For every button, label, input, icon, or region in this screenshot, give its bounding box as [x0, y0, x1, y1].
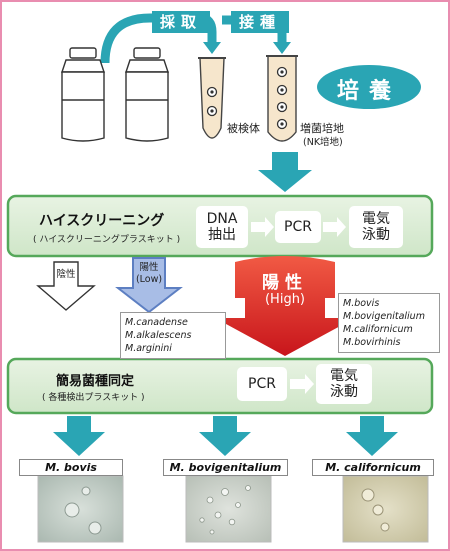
high-species-item: M.bovirhinis: [343, 337, 401, 348]
high-species-item: M.bovigenitalium: [343, 311, 425, 322]
down-arrow-bovis: [53, 416, 105, 456]
low-species-item: M.canadense: [125, 317, 188, 328]
collect-arrowhead: [203, 42, 221, 54]
id-pcr-step: PCR: [237, 367, 287, 401]
identification-kit: ( 各種検出プラスキット ): [42, 393, 145, 403]
sample-label: 被検体: [227, 122, 260, 135]
down-arrow-to-screening: [258, 152, 312, 192]
electrophoresis-step: 電気 泳動: [349, 206, 403, 248]
negative-arrow: [36, 261, 96, 311]
inoculate-arrowhead: [273, 42, 291, 54]
dna-extraction-step: DNA 抽出: [196, 206, 248, 248]
milk-can-2: [125, 47, 169, 142]
low-positive-label: 陽性 (Low): [135, 262, 163, 285]
identification-title: 簡易菌種同定: [56, 374, 135, 389]
low-positive-arrow: [115, 257, 183, 314]
high-positive-species-list: M.bovis M.bovigenitalium M.californicum …: [338, 293, 440, 353]
milk-can-1: [61, 47, 105, 142]
collect-label: 採取: [152, 11, 210, 33]
high-positive-arrow: [215, 256, 355, 356]
down-arrow-californicum: [346, 416, 398, 456]
high-positive-level: (High): [264, 292, 306, 307]
low-species-item: M.arginini: [125, 343, 172, 354]
dna-to-pcr-arrow: [251, 217, 274, 237]
pcr-to-electrophoresis-arrow: [323, 217, 346, 237]
culture-badge: [317, 65, 421, 109]
enrichment-medium-sublabel: (NK培地): [303, 137, 343, 148]
photo-bovis: [37, 475, 124, 543]
collect-curve-arrow: [100, 13, 217, 64]
screening-title: ハイスクリーニング: [39, 213, 165, 229]
low-species-item: M.alkalescens: [125, 330, 192, 341]
species-californicum-label: M. californicum: [312, 459, 434, 476]
low-positive-species-list: M.canadense M.alkalescens M.arginini: [120, 312, 226, 359]
screening-kit: ( ハイスクリーニングプラスキット ): [33, 235, 181, 245]
species-bovis-label: M. bovis: [19, 459, 123, 476]
pcr-step: PCR: [275, 211, 321, 243]
sample-tube: [198, 57, 226, 139]
species-bovigenitalium-label: M. bovigenitalium: [163, 459, 288, 476]
culture-label: 培養: [336, 79, 401, 104]
photo-californicum: [342, 475, 429, 543]
id-electrophoresis-step: 電気 泳動: [316, 364, 372, 404]
inoculate-label: 接種: [231, 11, 289, 33]
high-positive-title: 陽性: [262, 273, 308, 293]
down-arrow-bovigenitalium: [199, 416, 251, 456]
high-species-item: M.bovis: [343, 298, 380, 309]
photo-bovigenitalium: [185, 475, 272, 543]
high-species-item: M.californicum: [343, 324, 413, 335]
culture-tube: [266, 55, 298, 142]
id-pcr-to-electrophoresis-arrow: [290, 374, 314, 394]
negative-label: 陰性: [56, 269, 76, 280]
enrichment-medium-label: 増菌培地: [300, 122, 344, 135]
